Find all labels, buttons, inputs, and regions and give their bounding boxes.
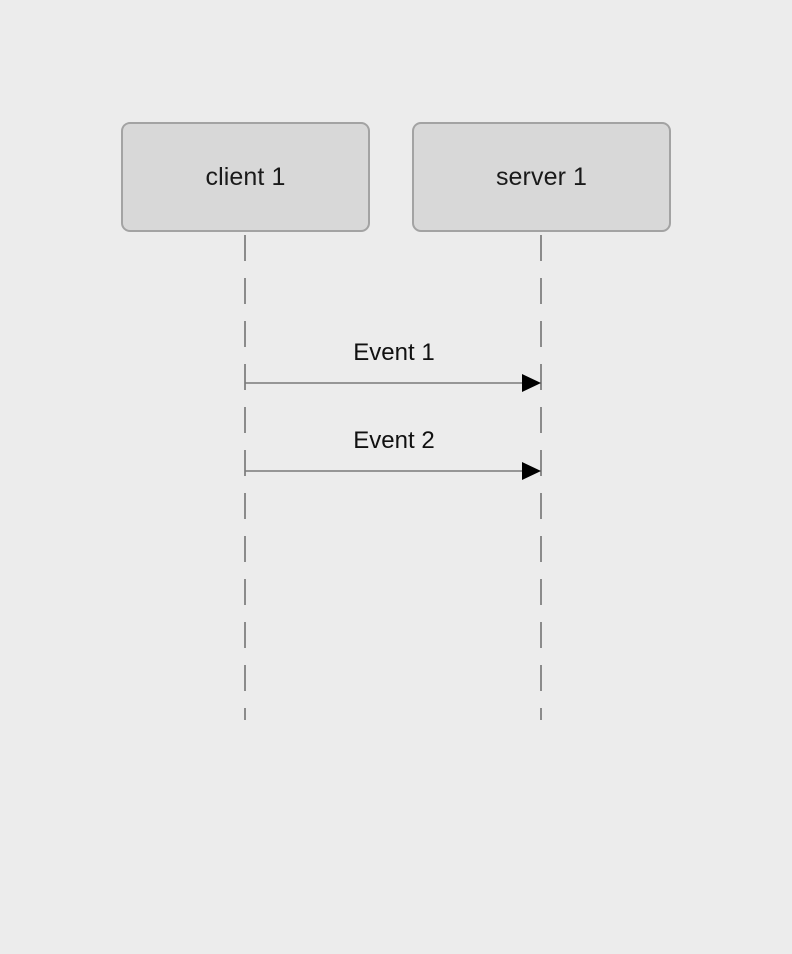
arrowhead-event-1 — [522, 374, 541, 392]
participant-server-box: server 1 — [412, 122, 671, 232]
arrowhead-event-2 — [522, 462, 541, 480]
message-label-event-2: Event 2 — [353, 427, 434, 454]
participant-client-box: client 1 — [121, 122, 370, 232]
participant-server-label: server 1 — [495, 162, 588, 191]
message-label-event-1: Event 1 — [353, 339, 434, 366]
participant-client-label: client 1 — [205, 162, 286, 191]
